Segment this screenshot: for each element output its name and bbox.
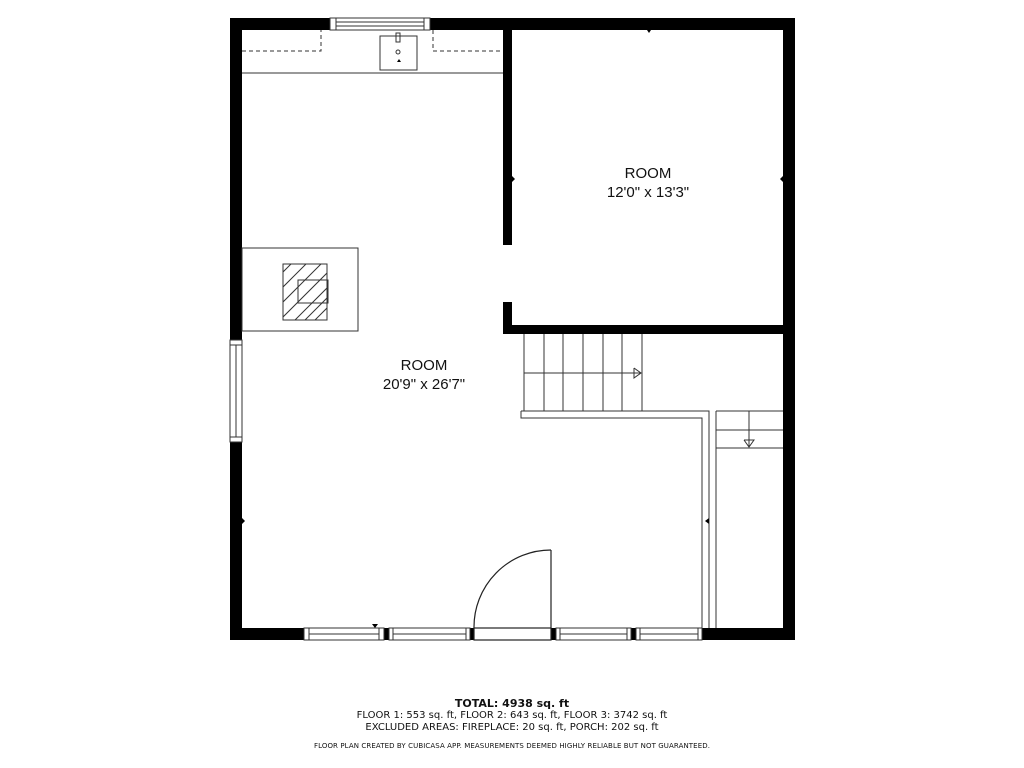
fireplace-icon xyxy=(241,247,359,332)
kitchen-counter xyxy=(242,30,503,74)
dimension-markers xyxy=(242,30,783,628)
staircase xyxy=(520,334,783,628)
window-top xyxy=(329,17,431,31)
exterior-walls xyxy=(230,18,795,640)
sink-icon xyxy=(379,32,418,71)
room-1-dimensions: 20'9" x 26'7" xyxy=(383,376,465,393)
disclaimer: FLOOR PLAN CREATED BY CUBICASA APP. MEAS… xyxy=(313,742,711,750)
room-2-dimensions: 12'0" x 13'3" xyxy=(607,184,689,201)
windows-bottom xyxy=(303,627,703,641)
room-1-name: ROOM xyxy=(401,357,448,374)
total-area: TOTAL: 4938 sq. ft xyxy=(454,697,570,710)
entry-door xyxy=(473,549,552,641)
interior-walls xyxy=(503,30,783,334)
excluded-areas: EXCLUDED AREAS: FIREPLACE: 20 sq. ft, PO… xyxy=(365,722,659,733)
room-2-name: ROOM xyxy=(625,165,672,182)
floor-areas: FLOOR 1: 553 sq. ft, FLOOR 2: 643 sq. ft… xyxy=(356,710,668,721)
window-left xyxy=(229,339,243,443)
